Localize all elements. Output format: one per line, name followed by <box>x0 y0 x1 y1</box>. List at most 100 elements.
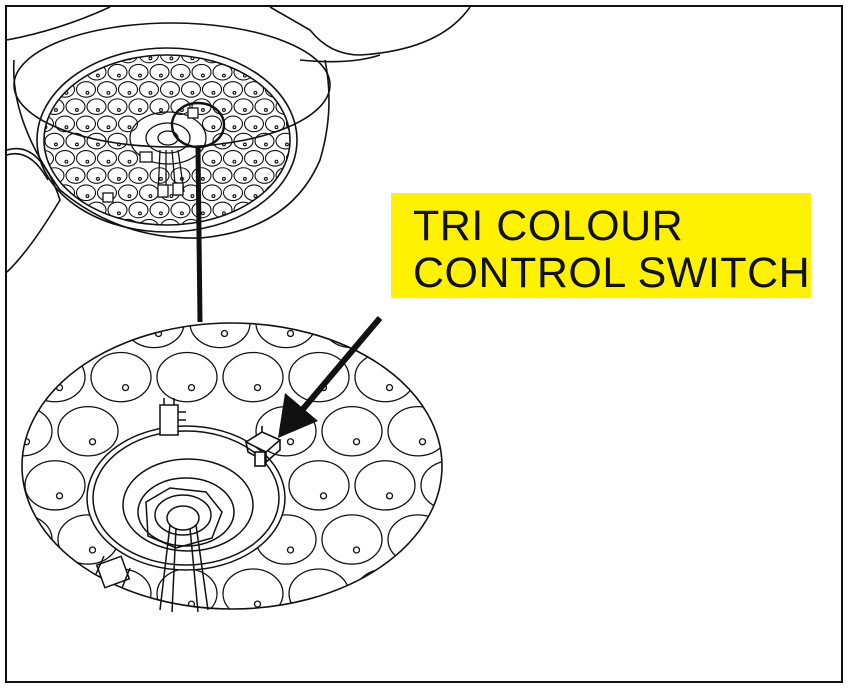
led-bump <box>222 149 244 167</box>
led-bump-hole <box>211 56 216 61</box>
led-bump-hole <box>453 601 459 607</box>
led-bump <box>297 237 316 253</box>
led-bump-hole <box>352 438 361 446</box>
led-bump-hole <box>85 56 90 61</box>
led-bump <box>24 202 43 218</box>
led-bump-hole <box>263 108 268 112</box>
small-led-board <box>23 55 316 253</box>
led-bump-hole <box>286 329 295 338</box>
led-bump-hole <box>55 600 64 608</box>
led-bump <box>297 202 316 218</box>
led-bump-hole <box>34 109 37 112</box>
led-bump-hole <box>23 195 26 198</box>
led-bump <box>201 81 223 98</box>
led-bump <box>222 184 244 202</box>
led-bump-hole <box>34 212 37 215</box>
led-bump-hole <box>34 246 37 249</box>
led-bump <box>189 323 251 349</box>
led-bump <box>243 184 265 202</box>
pointer-arrow <box>278 316 383 438</box>
led-bump <box>420 568 442 609</box>
led-bump-hole <box>76 246 79 249</box>
led-bump <box>254 63 275 81</box>
led-bump-hole <box>211 159 216 164</box>
led-bump <box>233 63 254 81</box>
led-bump-hole <box>242 108 247 112</box>
led-bump <box>138 81 160 98</box>
led-bump-hole <box>160 246 163 249</box>
led-bump <box>201 55 223 64</box>
led-bump-hole <box>263 211 268 216</box>
led-bump <box>54 55 76 64</box>
led-bump-hole <box>55 492 64 500</box>
led-bump-hole <box>179 73 184 78</box>
led-bump <box>117 115 139 133</box>
led-bump <box>222 115 244 133</box>
led-bump-hole <box>137 211 142 216</box>
led-bump <box>75 55 97 64</box>
led-bump-hole <box>284 73 289 78</box>
led-bump <box>117 218 139 225</box>
led-bump <box>149 201 170 219</box>
led-bump <box>243 81 265 98</box>
led-bump-hole <box>286 546 295 554</box>
led-bump-hole <box>418 546 427 554</box>
large-board-center-plate <box>86 425 286 613</box>
led-bump-hole <box>232 194 237 199</box>
led-bump <box>128 201 149 219</box>
led-bump-hole <box>74 176 79 181</box>
led-bump <box>275 132 290 150</box>
led-bump-hole <box>137 176 142 181</box>
led-bump <box>213 237 232 253</box>
led-bump <box>0 569 19 618</box>
led-bump-hole <box>137 108 142 112</box>
led-bump <box>454 623 514 672</box>
led-bump <box>107 63 128 81</box>
led-bump <box>96 81 118 98</box>
led-bump-hole <box>88 546 97 554</box>
led-bump <box>75 218 97 225</box>
led-bump <box>264 149 286 167</box>
led-bump <box>321 405 383 457</box>
led-bump-hole <box>232 56 237 61</box>
led-bump-hole <box>418 438 427 446</box>
led-bump <box>75 115 97 133</box>
led-bump-hole <box>221 73 226 78</box>
led-bump-hole <box>242 176 247 181</box>
led-bump <box>65 167 86 184</box>
led-bump <box>454 298 514 347</box>
led-bump-hole <box>85 125 90 130</box>
led-bump <box>107 201 128 219</box>
large-led-board <box>0 298 514 672</box>
led-bump-hole <box>85 159 90 164</box>
led-bump <box>454 407 514 456</box>
led-bump <box>243 115 265 133</box>
led-bump <box>90 351 152 403</box>
led-bump-hole <box>200 73 205 78</box>
led-bump-hole <box>116 211 121 216</box>
led-bump-hole <box>420 655 426 661</box>
led-bump-hole <box>127 159 132 164</box>
led-bump-hole <box>223 246 226 249</box>
led-bump-hole <box>253 125 258 130</box>
led-bump-hole <box>74 211 79 216</box>
led-bump-hole <box>181 246 184 249</box>
led-bump <box>44 55 55 64</box>
led-bump <box>0 623 52 672</box>
led-bump-hole <box>418 329 427 338</box>
led-bump <box>86 98 107 116</box>
led-bump <box>285 81 290 98</box>
led-bump <box>191 201 212 219</box>
led-bump-hole <box>85 90 90 95</box>
led-bump <box>75 81 97 98</box>
led-bump <box>297 133 316 149</box>
led-bump <box>128 167 149 184</box>
led-bump-hole <box>296 160 299 163</box>
led-bump <box>57 323 119 349</box>
led-bump <box>129 237 148 253</box>
led-bump <box>107 132 128 150</box>
led-bump <box>149 98 170 116</box>
led-bump-hole <box>55 383 64 392</box>
led-bump <box>170 63 191 81</box>
led-bump-hole <box>190 194 195 199</box>
